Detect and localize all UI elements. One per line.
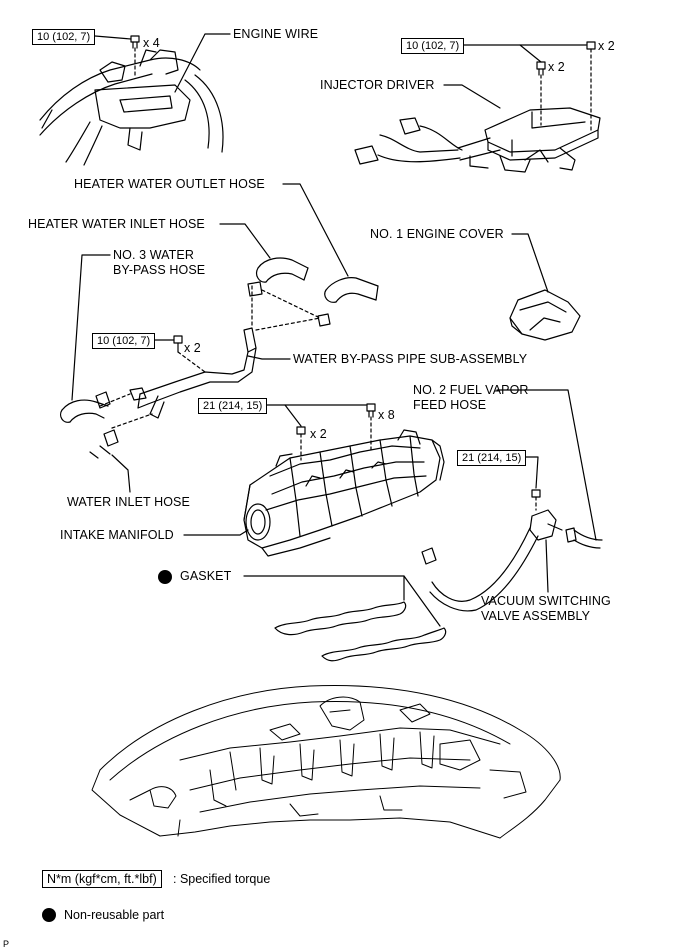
torque-spec-bypass-pipe: 10 (102, 7) [92,333,156,349]
engine-cover-drawing [509,289,581,341]
inlet-clamp [247,281,263,297]
label-gasket: GASKET [180,569,232,583]
qty-bypass-pipe-bolts: x 2 [184,341,201,355]
legend-nonreusable-dot [42,908,56,922]
torque-spec-vsv: 21 (214, 15) [457,450,527,466]
gasket-drawing [274,601,447,662]
label-water-inlet-hose: WATER INLET HOSE [67,495,190,509]
label-vacuum-switching-valve: VACUUM SWITCHING VALVE ASSEMBLY [481,594,611,623]
qty-injector-nuts: x 2 [598,39,615,53]
heater-water-outlet-hose-drawing [324,277,379,303]
qty-manifold-nuts: x 2 [310,427,327,441]
engine-wire-drawing [39,49,224,166]
qty-injector-bolts: x 2 [548,60,565,74]
label-injector-driver: INJECTOR DRIVER [320,78,435,92]
engine-bay-drawing [91,684,561,839]
label-heater-water-outlet-hose: HEATER WATER OUTLET HOSE [74,177,265,191]
vsv-drawing [421,489,563,612]
qty-engine-wire-bolts: x 4 [143,36,160,50]
torque-spec-intake-manifold: 21 (214, 15) [198,398,268,414]
injector-driver-drawing [354,107,601,173]
heater-water-inlet-hose-drawing [255,257,309,283]
label-no2-fuel-vapor-feed-hose: NO. 2 FUEL VAPOR FEED HOSE [413,383,529,412]
label-intake-manifold: INTAKE MANIFOLD [60,528,174,542]
manifold-bolts [296,403,376,461]
label-water-bypass-pipe: WATER BY-PASS PIPE SUB-ASSEMBLY [293,352,528,366]
legend-torque-desc: : Specified torque [173,872,271,886]
legend-torque-unit: N*m (kgf*cm, ft.*lbf) [42,870,162,888]
figure-id: P [3,939,10,949]
label-engine-wire: ENGINE WIRE [233,27,319,41]
intake-manifold-drawing [243,429,445,557]
label-heater-water-inlet-hose: HEATER WATER INLET HOSE [28,217,205,231]
bypass-clamp [95,391,111,409]
torque-spec-injector-driver: 10 (102, 7) [401,38,465,54]
fuel-vapor-hose-drawing [565,527,603,549]
qty-manifold-bolts: x 8 [378,408,395,422]
outlet-clamp [317,313,331,327]
water-bypass-pipe-drawing [129,327,257,419]
no3-water-bypass-hose-drawing [59,399,109,423]
label-no1-engine-cover: NO. 1 ENGINE COVER [370,227,504,241]
torque-spec-engine-wire: 10 (102, 7) [32,29,96,45]
injector-driver-bolts [536,41,596,133]
bypass-pipe-bolt [173,335,206,373]
engine-wire-bolt [130,35,140,79]
nonreusable-marker-gasket [158,570,172,584]
legend-nonreusable-desc: Non-reusable part [64,908,165,922]
water-inlet-hose-drawing [89,429,119,459]
label-no3-water-bypass-hose: NO. 3 WATER BY-PASS HOSE [113,248,206,277]
